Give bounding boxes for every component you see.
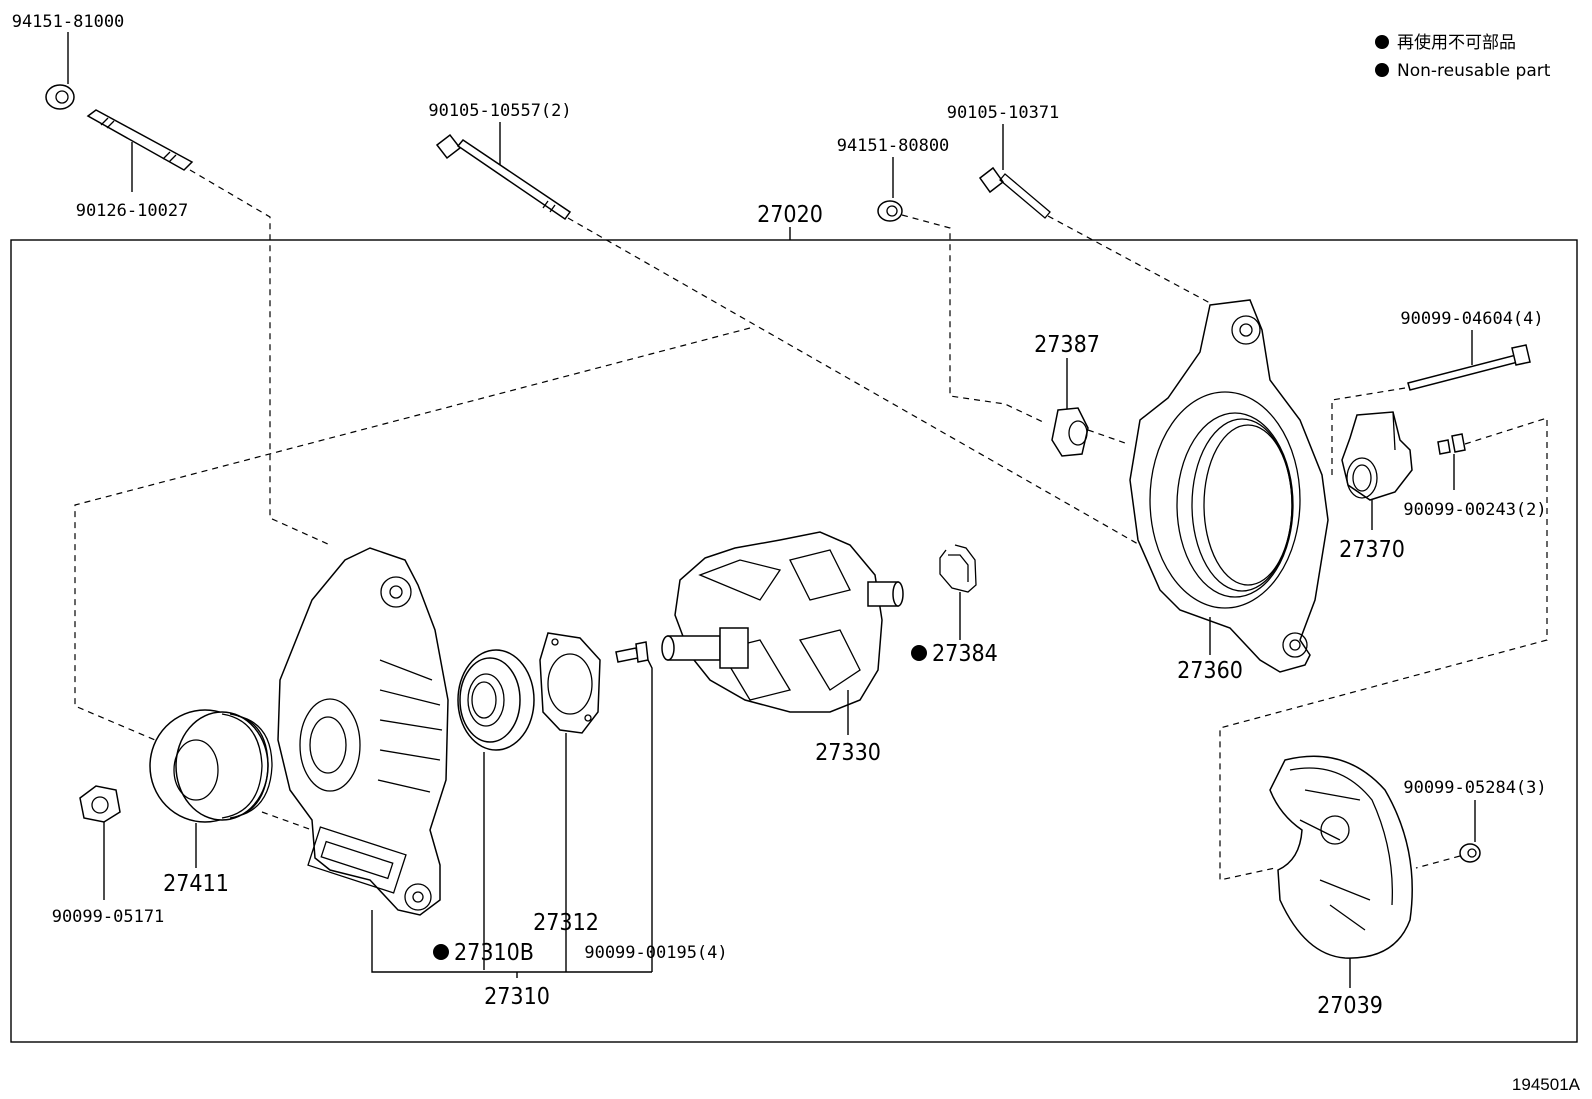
leader-9009900195 [647,659,653,972]
part-label-9009905284[interactable]: 90099-05284(3) [1403,778,1546,798]
dashed-10371-path [1047,215,1211,304]
bolt-90105-10371 [978,166,1051,219]
nut-90099-05171 [79,785,121,823]
screw-90099-00195 [615,641,649,663]
legend: 再使用不可部品 Non-reusable part [1375,32,1551,81]
non-reusable-marker-icon [433,944,449,960]
screw-90099-00243 [1437,433,1466,455]
part-label-27310[interactable]: 27310 [484,984,550,1010]
assembly-frame [10,239,1578,1043]
screw-90099-04604 [1407,344,1531,391]
pulley-27411 [149,709,273,823]
part-label-27310B[interactable]: 27310B [454,940,534,966]
nut-94151-80800 [877,200,903,222]
non-reusable-marker-icon [1375,35,1389,49]
part-label-27370[interactable]: 27370 [1339,537,1405,563]
bearing-27310B [457,649,535,751]
part-label-9012610027[interactable]: 90126-10027 [76,201,189,221]
part-label-9009900243[interactable]: 90099-00243(2) [1403,500,1546,520]
legend-english: Non-reusable part [1397,61,1551,81]
dashed-stud-path [189,169,331,546]
dashed-long-bolt-path [567,217,1146,549]
dashed-05284-path [1415,855,1461,869]
part-label-27411[interactable]: 27411 [163,871,229,897]
part-label-9009905171[interactable]: 90099-05171 [52,907,165,927]
part-label-9009900195[interactable]: 90099-00195(4) [584,943,727,963]
rear-frame-27360 [1129,299,1329,673]
part-label-27020[interactable]: 27020 [757,202,823,228]
part-label-27360[interactable]: 27360 [1177,658,1243,684]
dashed-rear-cover-outline [1219,417,1548,881]
brush-holder-27370 [1341,411,1413,501]
bracket-27310 [371,910,652,973]
nut-90099-05284 [1459,843,1481,863]
part-label-9010510371[interactable]: 90105-10371 [947,103,1060,123]
stud-90126-10027 [86,109,194,171]
part-label-27039[interactable]: 27039 [1317,993,1383,1019]
drive-end-frame-27310 [277,547,449,916]
part-label-9415180800[interactable]: 94151-80800 [837,136,950,156]
non-reusable-marker-icon [1375,63,1389,77]
rotor-27330 [661,531,904,713]
part-label-27330[interactable]: 27330 [815,740,881,766]
part-label-9009904604[interactable]: 90099-04604(4) [1400,309,1543,329]
nut-94151-81000 [45,84,75,110]
part-label-27387[interactable]: 27387 [1034,332,1100,358]
figure-code: 194501A [1512,1075,1581,1094]
legend-japanese: 再使用不可部品 [1397,32,1516,53]
part-label-9010510557[interactable]: 90105-10557(2) [428,101,571,121]
dashed-pulley-path [261,811,313,831]
dashed-8080-path [901,214,1044,423]
terminal-insulator-27387 [1051,407,1129,457]
non-reusable-marker-icon [911,645,927,661]
clip-27384 [939,544,977,593]
bolt-90105-10557 [435,133,572,221]
part-label-27384[interactable]: 27384 [932,641,998,667]
rear-cover-27039 [1269,755,1413,959]
dashed-04604-path [1331,387,1406,476]
part-label-9415181000[interactable]: 94151-81000 [12,12,125,32]
plate-27312 [539,632,601,734]
